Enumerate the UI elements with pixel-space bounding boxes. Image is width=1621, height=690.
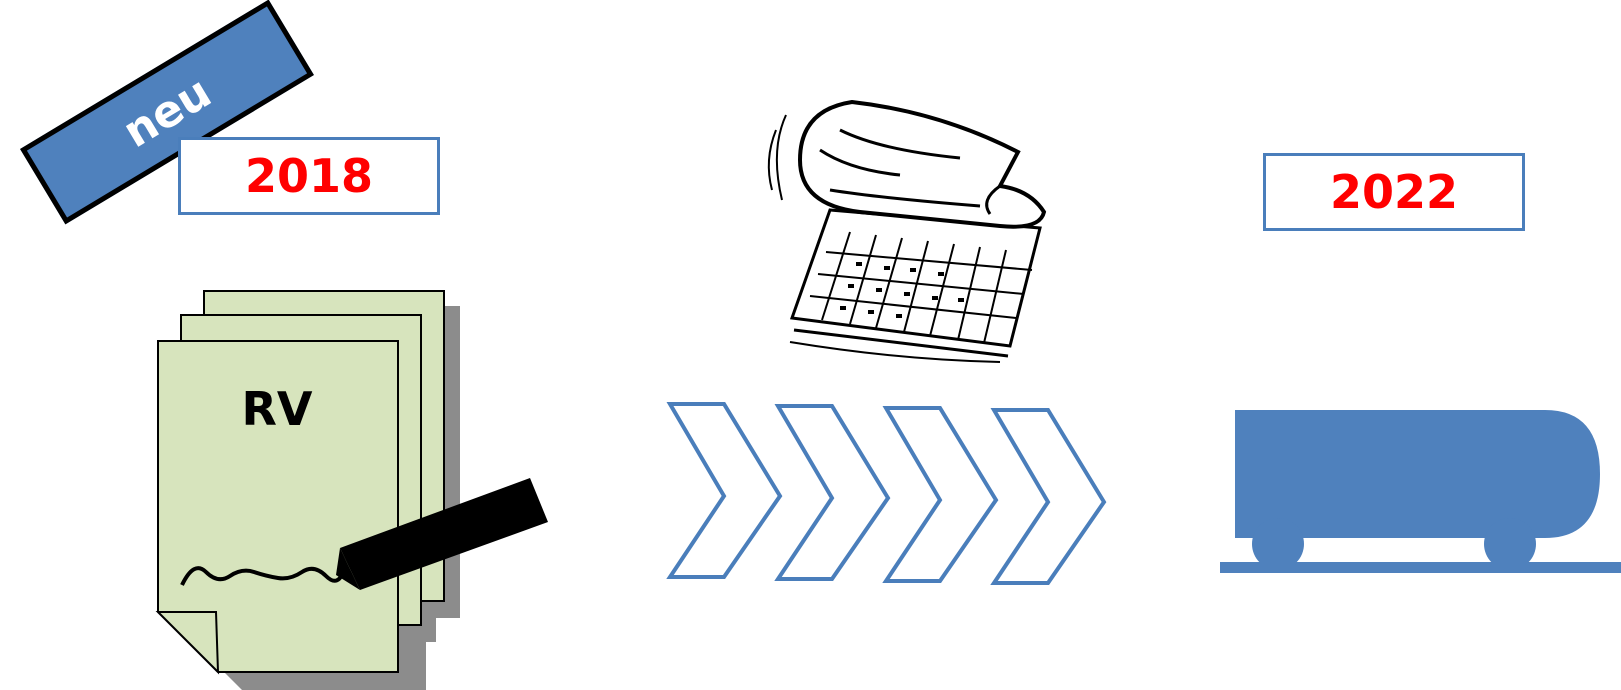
chevron-arrow-icon	[778, 406, 888, 579]
document-stack-icon	[158, 291, 460, 690]
tank-wagon-icon	[1220, 410, 1621, 573]
calendar-icon	[769, 102, 1044, 362]
start-year-label: 2018	[178, 137, 440, 215]
end-year-label: 2022	[1263, 153, 1525, 231]
chevron-arrow-icon	[670, 404, 780, 577]
chevron-arrow-icon	[994, 410, 1104, 583]
document-label: RV	[157, 382, 397, 436]
chevron-arrows	[670, 404, 1104, 583]
chevron-arrow-icon	[886, 408, 996, 581]
